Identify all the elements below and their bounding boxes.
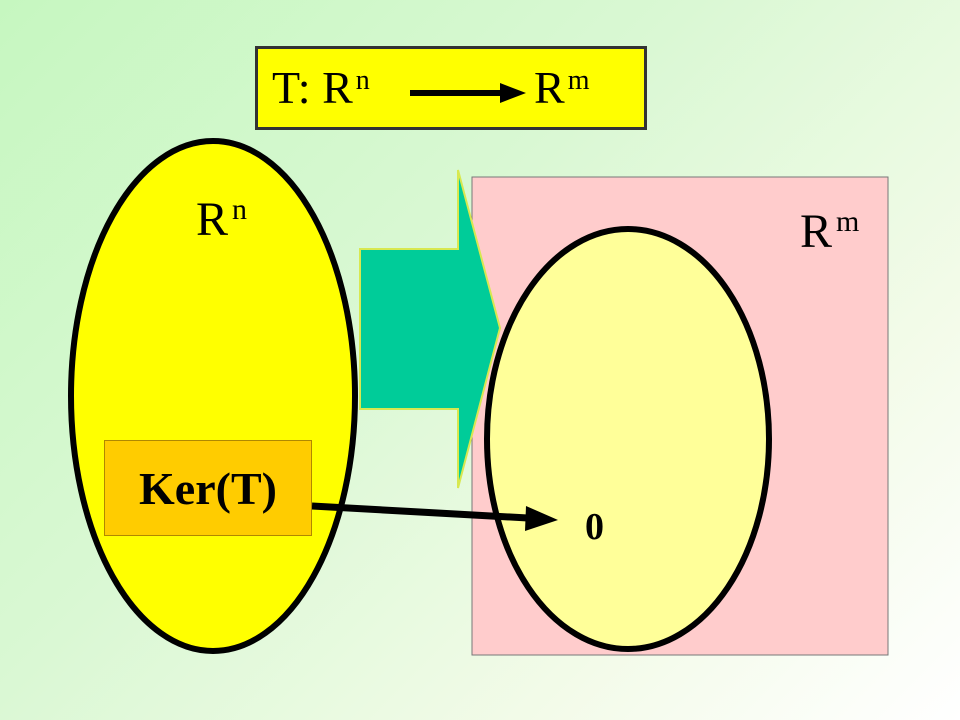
zero-vector-label: 0 (585, 506, 604, 548)
map-codomain-base: R (534, 62, 565, 113)
map-name: T: (272, 62, 311, 113)
kernel-to-zero-arrow-line (311, 502, 529, 522)
map-codomain-exponent: m (567, 65, 590, 96)
domain-exponent: n (232, 193, 248, 226)
map-domain-base: R (322, 62, 353, 113)
map-arrow-icon (410, 83, 526, 103)
mapping-arrow (359, 169, 502, 489)
codomain-base: R (800, 205, 833, 258)
domain-base: R (196, 193, 229, 246)
kernel-label: Ker(T) (139, 462, 277, 514)
kernel-to-zero-arrowhead (525, 506, 558, 531)
map-domain-exponent: n (355, 65, 370, 96)
image-ellipse (484, 226, 772, 652)
codomain-exponent: m (836, 205, 860, 238)
kernel-box: Ker(T) (104, 440, 312, 536)
